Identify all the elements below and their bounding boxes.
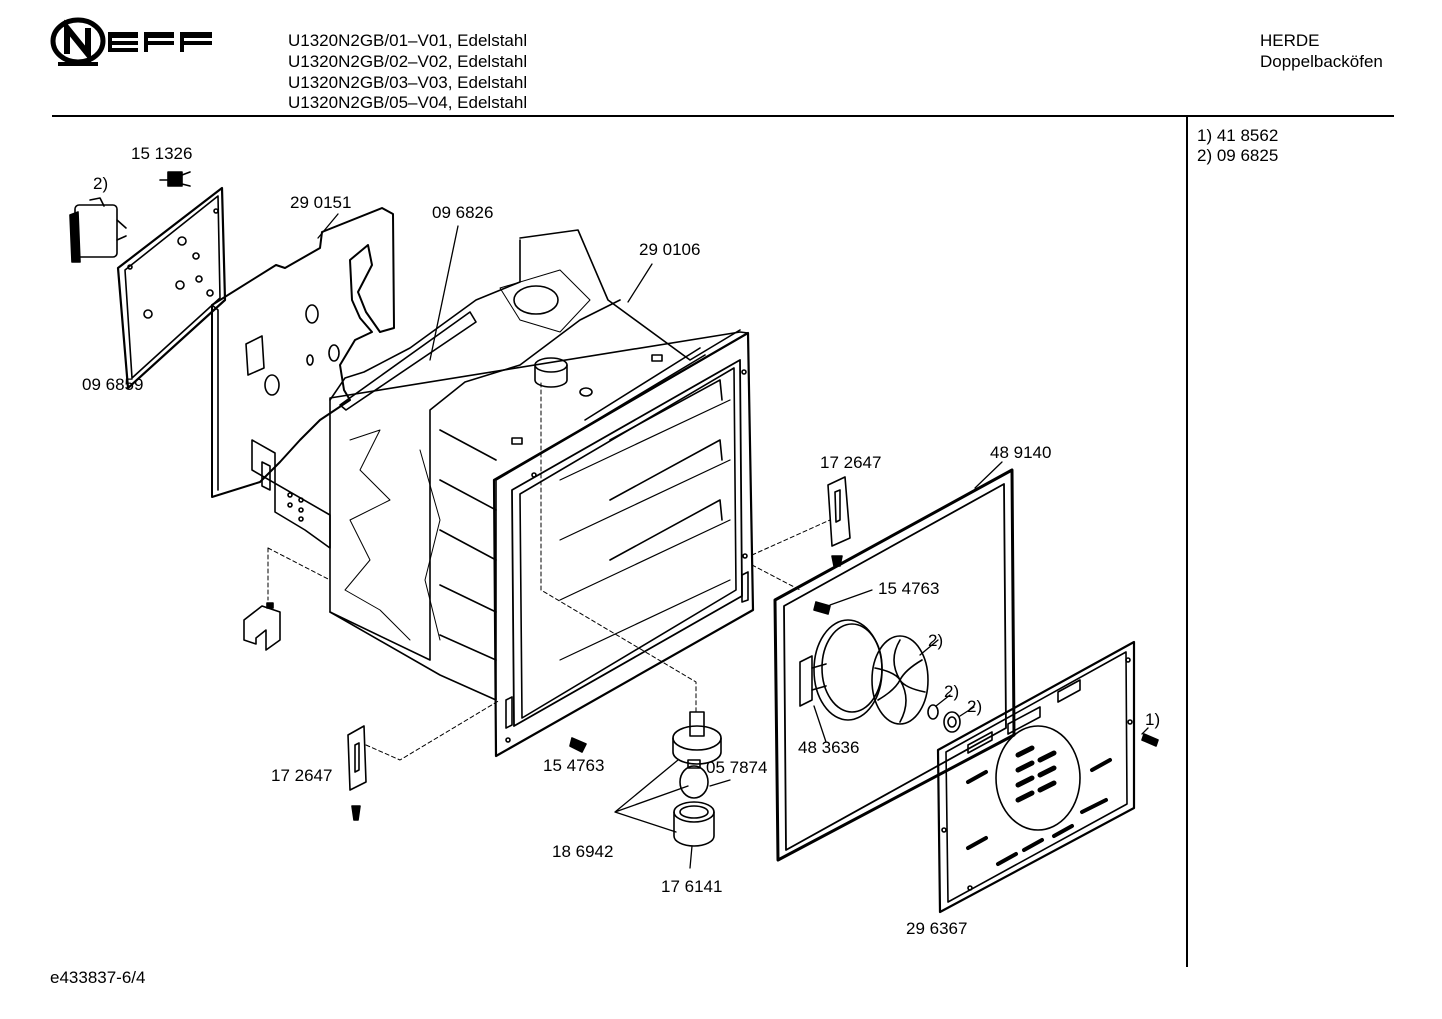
model-line-3: U1320N2GB/03–V03, Edelstahl xyxy=(288,73,528,92)
fan-wheel xyxy=(871,635,929,725)
model-line-2: U1320N2GB/02–V02, Edelstahl xyxy=(288,52,528,71)
part-label-057874: 05 7874 xyxy=(706,758,768,777)
hinge-bracket-upper xyxy=(827,476,851,567)
note-2-nut: 2) xyxy=(967,697,983,716)
cover-screw xyxy=(1141,733,1159,747)
model-line-4: U1320N2GB/05–V04, Edelstahl xyxy=(288,93,528,112)
note-2-washer: 2) xyxy=(944,682,960,701)
part-label-172647-lower: 17 2647 xyxy=(271,766,333,785)
part-label-483636: 48 3636 xyxy=(798,738,860,757)
part-label-154763-front: 15 4763 xyxy=(543,756,605,775)
side-bracket xyxy=(251,439,331,549)
screw-rear xyxy=(813,601,831,615)
header-divider xyxy=(52,115,1394,117)
part-label-296367: 29 6367 xyxy=(906,919,968,938)
footnote-divider xyxy=(1186,117,1188,967)
footnote-2: 2) 09 6825 xyxy=(1197,146,1279,165)
category-label: HERDE xyxy=(1260,31,1320,50)
rotary-switch xyxy=(69,197,127,263)
lamp-holder xyxy=(672,711,722,765)
part-label-154763-rear: 15 4763 xyxy=(878,579,940,598)
part-label-176141: 17 6141 xyxy=(661,877,723,896)
lamp-bulb xyxy=(679,759,709,799)
part-label-290151: 29 0151 xyxy=(290,193,352,212)
insulation-board xyxy=(211,207,395,498)
screw-front xyxy=(569,737,587,753)
top-lamp-socket xyxy=(534,357,568,388)
rear-plate xyxy=(116,186,227,390)
nut xyxy=(943,711,961,733)
note-1-screw: 1) xyxy=(1145,710,1161,729)
hinge-bracket-lower xyxy=(347,725,367,821)
lamp-glass-cover xyxy=(673,801,715,847)
hook-bracket xyxy=(243,602,281,651)
drawing-id: e433837-6/4 xyxy=(50,968,146,987)
part-label-186942: 18 6942 xyxy=(552,842,614,861)
part-label-096826: 09 6826 xyxy=(432,203,494,222)
connector-plug xyxy=(159,171,191,187)
heating-element xyxy=(799,619,883,721)
fan-cover-plate xyxy=(936,640,1136,914)
footnote-1: 1) 41 8562 xyxy=(1197,126,1279,145)
part-label-151326: 15 1326 xyxy=(131,144,193,163)
note-2-fan: 2) xyxy=(928,631,944,650)
washer xyxy=(927,704,939,720)
oven-cavity-body xyxy=(329,229,749,701)
front-frame xyxy=(492,331,755,758)
part-label-096859: 09 6859 xyxy=(82,375,144,394)
part-label-489140: 48 9140 xyxy=(990,443,1052,462)
part-label-290106: 29 0106 xyxy=(639,240,701,259)
neff-logo xyxy=(50,17,212,66)
note-2-switch: 2) xyxy=(93,174,109,193)
part-label-172647-upper: 17 2647 xyxy=(820,453,882,472)
leader-lines xyxy=(317,213,1149,869)
model-line-1: U1320N2GB/01–V01, Edelstahl xyxy=(288,31,528,50)
subcategory-label: Doppelbacköfen xyxy=(1260,52,1383,71)
alignment-lines xyxy=(267,382,831,761)
